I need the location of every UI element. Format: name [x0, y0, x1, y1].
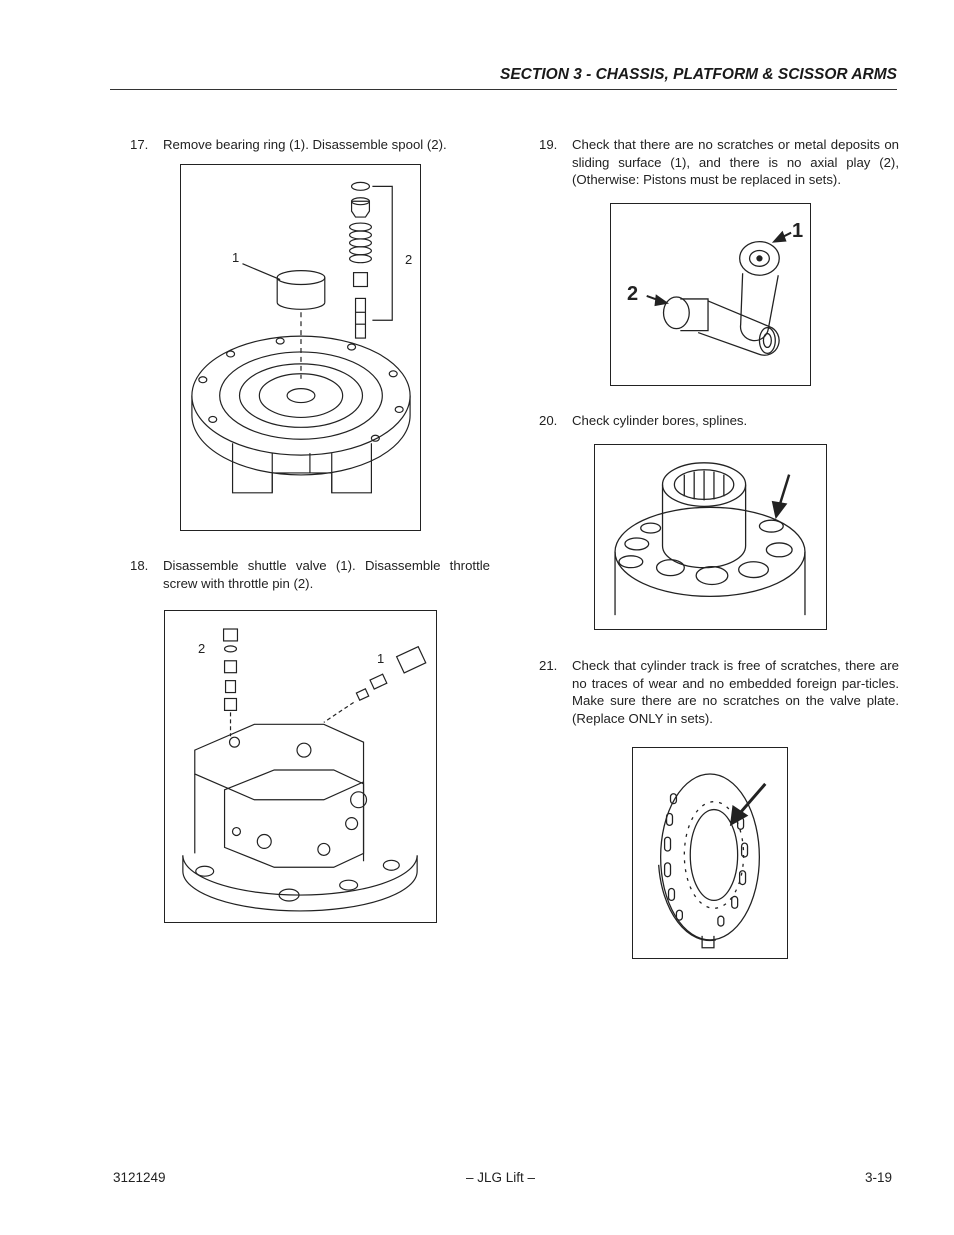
footer-doc-number: 3121249: [113, 1170, 166, 1185]
step-number: 19.: [539, 137, 558, 152]
callout-throttle-screw: 2: [198, 641, 206, 656]
motor-housing-illustration: [191, 181, 411, 494]
valve-block-illustration: [182, 628, 427, 912]
pistons-illustration: [646, 230, 792, 356]
figure-valve-plate: [632, 747, 788, 959]
step-text: Disassemble shuttle valve (1). Disassemb…: [163, 558, 490, 591]
section-title: SECTION 3 - CHASSIS, PLATFORM & SCISSOR …: [500, 66, 897, 83]
header-divider: [110, 89, 897, 90]
callout-bearing-ring: 1: [232, 250, 240, 265]
step-number: 20.: [539, 413, 558, 428]
step-text: Check cylinder bores, splines.: [572, 413, 748, 428]
step-20: 20. Check cylinder bores, splines.: [539, 412, 899, 432]
cylinder-bores-illustration: [614, 462, 806, 616]
callout-shuttle-valve: 1: [377, 651, 385, 666]
step-number: 18.: [130, 558, 149, 573]
figure-cylinder-bores: [594, 444, 827, 630]
step-text: Check that there are no scratches or met…: [572, 137, 899, 187]
step-number: 17.: [130, 137, 149, 152]
callout-axial-play: 2: [627, 283, 639, 305]
step-18: 18. Disassemble shuttle valve (1). Disas…: [130, 557, 490, 597]
callout-spool: 2: [405, 252, 413, 267]
figure-shuttle-valve-throttle: 2 1: [164, 610, 437, 923]
step-text: Remove bearing ring (1). Disassemble spo…: [163, 137, 447, 152]
figure-pistons: 1 2: [610, 203, 811, 386]
footer-publisher: – JLG Lift –: [466, 1170, 536, 1185]
step-17: 17. Remove bearing ring (1). Disassemble…: [130, 136, 490, 156]
step-19: 19. Check that there are no scratches or…: [539, 136, 899, 192]
figure-bearing-ring-spool: 1 2: [180, 164, 421, 531]
step-number: 21.: [539, 658, 558, 673]
footer-page-number: 3-19: [865, 1170, 893, 1185]
callout-sliding-surface: 1: [792, 220, 804, 242]
step-text: Check that cylinder track is free of scr…: [572, 658, 899, 726]
step-21: 21. Check that cylinder track is free of…: [539, 657, 899, 729]
valve-plate-illustration: [658, 773, 767, 949]
